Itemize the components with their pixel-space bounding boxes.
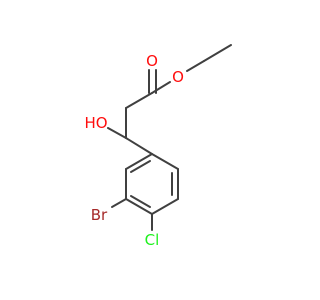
bond-choh-hydroxyl (107, 127, 127, 139)
ring-inner-bond-2 (130, 195, 151, 208)
ring-bond-4 (125, 198, 153, 215)
bond-carbonyl-ch2 (125, 92, 153, 109)
bromine-label: Br (91, 206, 108, 224)
ring-bond-1 (151, 153, 179, 170)
carbonyl-oxygen-label: O (146, 52, 158, 70)
ester-oxygen-label: O (172, 68, 184, 86)
bond-ch3-ch2 (203, 44, 232, 62)
atom-labels: O O HO Br Cl (84, 52, 183, 249)
bond-ch2-ester-oxygen (186, 60, 205, 72)
bond-ring-bromine (111, 198, 127, 208)
bond-choh-ring (125, 137, 153, 155)
hydroxyl-label: HO (84, 114, 107, 132)
ring-bond-3 (151, 198, 179, 215)
ring-inner-bond-3 (130, 160, 151, 173)
molecule-structure: O O HO Br Cl (84, 44, 232, 249)
chlorine-label: Cl (145, 231, 160, 249)
bonds (107, 44, 232, 231)
ring-bond-6 (125, 153, 153, 170)
bond-ester-oxygen-carbonyl-carbon (151, 81, 171, 94)
